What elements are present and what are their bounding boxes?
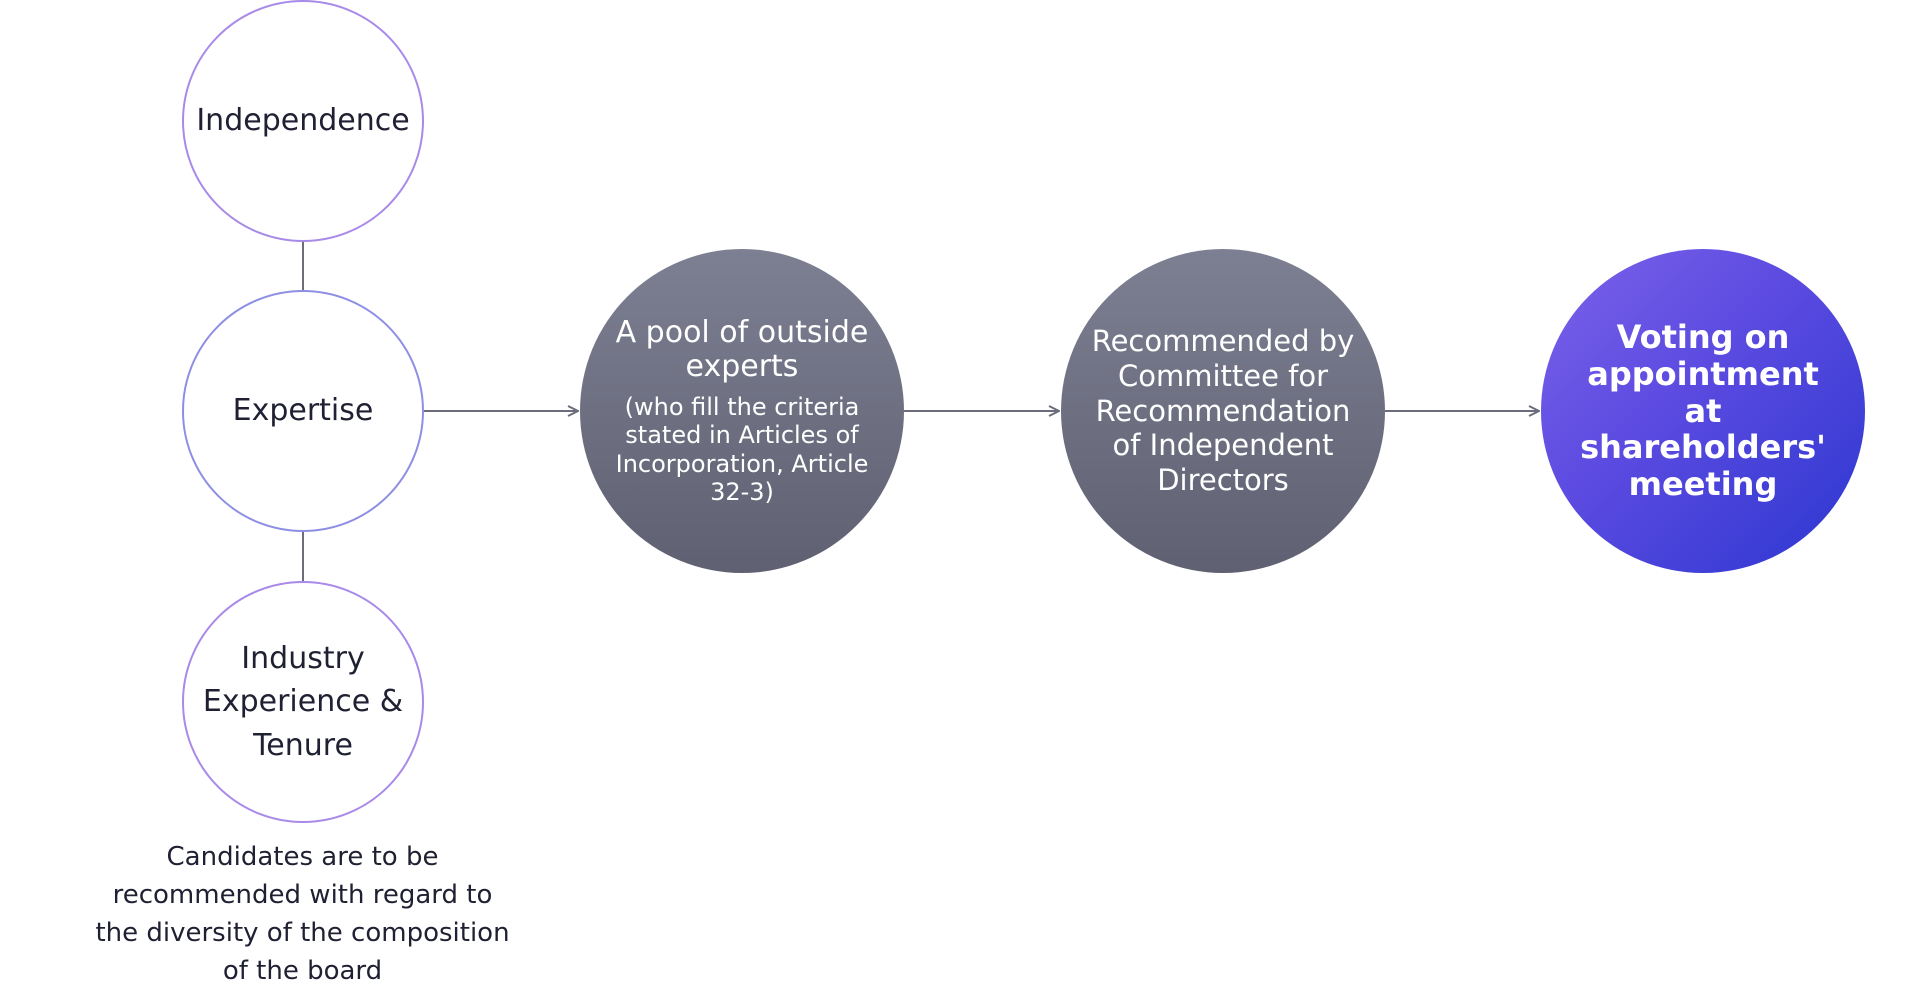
criterion-industry-experience: Industry Experience & Tenure	[182, 581, 424, 823]
step-committee-recommendation: Recommended by Committee for Recommendat…	[1061, 249, 1385, 573]
criterion-industry-label: Industry Experience & Tenure	[202, 640, 404, 763]
criterion-expertise-label: Expertise	[232, 393, 374, 429]
criterion-independence: Independence	[182, 0, 424, 242]
step-shareholder-voting-label: Voting on appointment at shareholders' m…	[1580, 318, 1826, 504]
diversity-footnote: Candidates are to be recommended with re…	[95, 842, 510, 986]
connector-lines	[302, 242, 1920, 581]
step-committee-recommendation-label: Recommended by Committee for Recommendat…	[1091, 324, 1355, 498]
step-shareholder-voting: Voting on appointment at shareholders' m…	[1541, 249, 1865, 573]
criterion-independence-label: Independence	[196, 103, 410, 139]
step-expert-pool-title: A pool of outside experts	[615, 314, 869, 385]
step-expert-pool: A pool of outside experts (who fill the …	[580, 249, 904, 573]
criterion-expertise: Expertise	[182, 290, 424, 532]
step-expert-pool-subtitle: (who fill the criteria stated in Article…	[615, 392, 869, 506]
